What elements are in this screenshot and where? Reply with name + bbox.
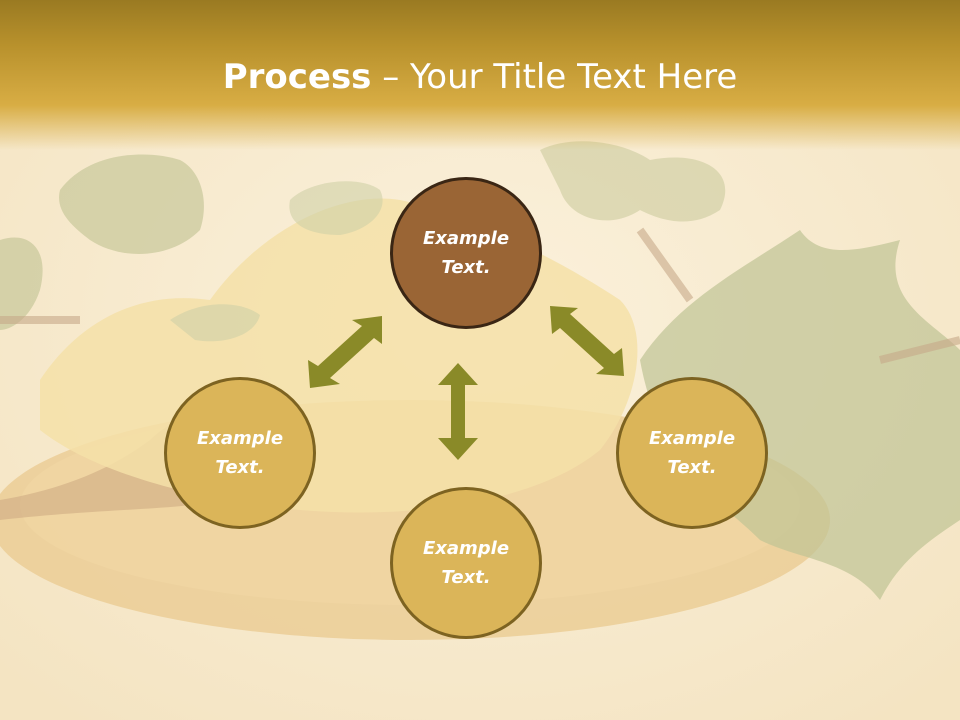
node-bottom-line2: Text. bbox=[441, 567, 491, 588]
double-arrow-top-left bbox=[308, 316, 382, 388]
title-band bbox=[0, 0, 960, 150]
node-right-line1: Example bbox=[648, 428, 736, 449]
title-rest: – Your Title Text Here bbox=[371, 57, 738, 97]
double-arrow-top-right bbox=[550, 306, 624, 376]
node-bottom-line1: Example bbox=[422, 538, 510, 559]
slide-title: Process – Your Title Text Here bbox=[0, 52, 960, 102]
title-bold: Process bbox=[222, 57, 372, 97]
node-top-line1: Example bbox=[422, 228, 510, 249]
node-right-line2: Text. bbox=[667, 457, 717, 478]
leaf-shape bbox=[640, 230, 960, 600]
double-arrow-vertical bbox=[438, 363, 478, 460]
node-top-line2: Text. bbox=[441, 257, 491, 278]
node-left-line1: Example bbox=[196, 428, 284, 449]
node-left-line2: Text. bbox=[215, 457, 265, 478]
